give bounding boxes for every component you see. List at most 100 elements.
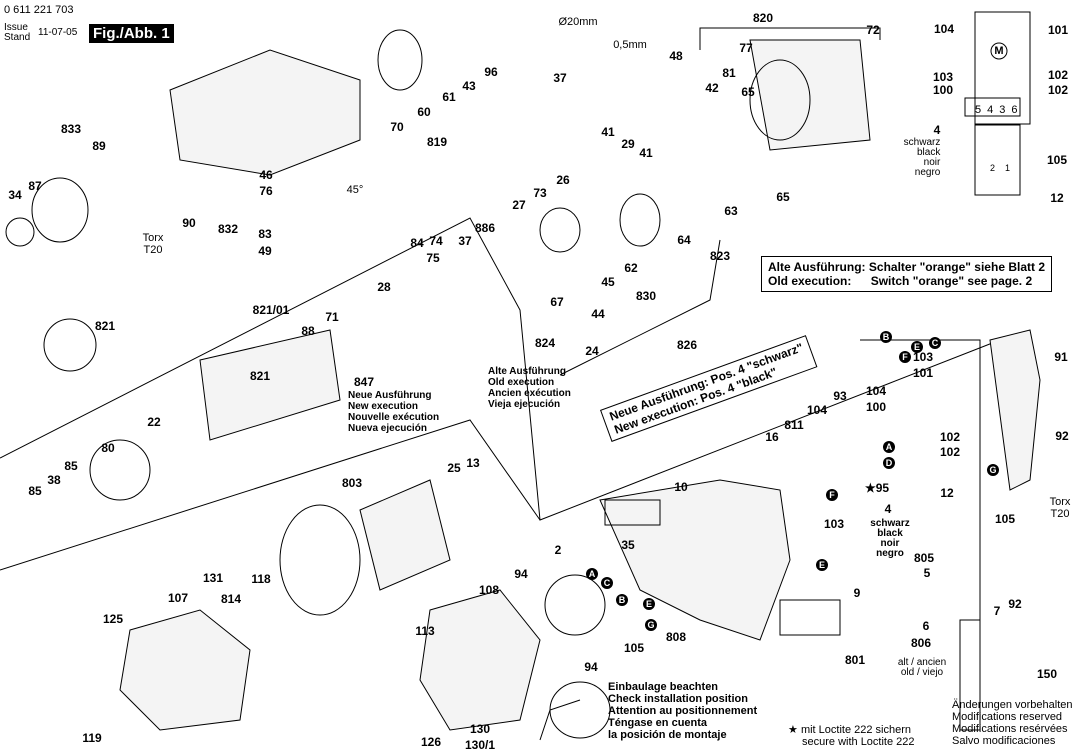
schematic-frame <box>974 11 1031 125</box>
spring-assembly <box>89 439 151 501</box>
switch-color-label: schwarz black noir negro <box>870 519 909 559</box>
alt-note: alt / ancien old / viejo <box>898 658 946 678</box>
connector-letter: C <box>601 577 613 589</box>
bracket-line <box>539 699 581 741</box>
connector-letter: D <box>883 457 895 469</box>
tool-holder <box>31 177 89 243</box>
torx-line: Torx <box>142 232 164 244</box>
connector-letter: F <box>899 351 911 363</box>
color-de: schwarz <box>870 518 910 529</box>
part-label: 65 <box>741 85 755 99</box>
color-de: schwarz <box>903 137 941 148</box>
part-label: 41 <box>601 125 615 139</box>
part-label: 125 <box>102 612 124 626</box>
assembly-frame-line <box>0 419 541 571</box>
part-label: 49 <box>258 244 272 258</box>
color-fr: noir <box>880 538 900 549</box>
part-label: 26 <box>556 173 570 187</box>
note-line: old / viejo <box>900 667 944 678</box>
connector-letter: E <box>643 598 655 610</box>
part-label: 88 <box>301 324 315 338</box>
part-label: 63 <box>724 204 738 218</box>
terminal: 3 <box>999 104 1012 116</box>
part-label: 105 <box>994 512 1016 526</box>
part-label: 93 <box>833 389 847 403</box>
torx-label: Torx T20 <box>143 232 164 256</box>
cap <box>5 217 35 247</box>
torx-size: T20 <box>1050 508 1070 520</box>
part-label: 801 <box>844 653 866 667</box>
old-switch-box: Alte Ausführung: Schalter "orange" siehe… <box>761 256 1052 292</box>
connector-letter: C <box>929 337 941 349</box>
piston <box>539 207 581 253</box>
terminal: 2 <box>990 163 1006 173</box>
part-label: 824 <box>534 336 556 350</box>
note-line: Téngase en cuenta <box>608 717 708 729</box>
modifications-note: Änderungen vorbehalten Modifications res… <box>952 699 1072 747</box>
part-label: 886 <box>474 221 496 235</box>
part-label: 823 <box>709 249 731 263</box>
part-label: 131 <box>202 571 224 585</box>
part-label: 64 <box>677 233 691 247</box>
box-label: Old execution: <box>768 274 852 288</box>
motor-symbol: M <box>994 45 1004 57</box>
part-label: 38 <box>47 473 61 487</box>
note-line: Modifications resérvées <box>952 723 1068 735</box>
connector-letter: G <box>645 619 657 631</box>
part-label: 62 <box>624 261 638 275</box>
assembly-frame-line <box>0 217 1001 521</box>
part-label: 65 <box>776 190 790 204</box>
part-label: 41 <box>639 146 653 160</box>
part-label: 87 <box>28 179 42 193</box>
part-label: 806 <box>910 636 932 650</box>
part-label: 73 <box>533 186 547 200</box>
part-label: 75 <box>426 251 440 265</box>
flange-detail <box>549 681 611 739</box>
part-label: 832 <box>217 222 239 236</box>
note-line: Nouvelle exécution <box>348 412 440 423</box>
armature <box>359 479 451 591</box>
part-label: 70 <box>390 120 404 134</box>
hammer-housing <box>169 49 361 176</box>
box-label: Alte Ausführung: <box>768 260 866 274</box>
part-label: 96 <box>484 65 498 79</box>
part-label: 0,5mm <box>613 39 647 51</box>
clutch-sleeve <box>377 29 423 91</box>
part-label: 46 <box>259 168 273 182</box>
part-label: 847 <box>353 375 375 389</box>
star-part-label: ★95 <box>864 481 890 495</box>
connector-letter: F <box>826 489 838 501</box>
part-label: 103 <box>912 350 934 364</box>
motor-symbol-circle <box>990 42 1008 60</box>
old-execution-note: Alte Ausführung Old execution Ancien exé… <box>488 366 571 410</box>
part-label: 104 <box>806 403 828 417</box>
part-label: 29 <box>621 137 635 151</box>
issue-label: Issue <box>4 22 28 33</box>
part-label: 118 <box>251 572 271 586</box>
part-label: 13 <box>466 456 480 470</box>
torx-label: Torx T20 <box>1050 496 1071 520</box>
note-line: secure with Loctite 222 <box>802 736 915 748</box>
switch-terminals: 21 <box>990 162 1020 174</box>
terminal: 1 <box>1005 163 1021 173</box>
note-line: Änderungen vorbehalten <box>952 699 1073 711</box>
part-label: 119 <box>82 731 102 745</box>
box-text: Schalter "orange" siehe Blatt 2 <box>868 260 1045 274</box>
note-line: Nueva ejecución <box>348 423 427 434</box>
stator <box>544 574 606 636</box>
part-label: 92 <box>1055 429 1069 443</box>
part-label: 35 <box>621 538 635 552</box>
bracket-line <box>699 27 881 50</box>
part-label: 100 <box>932 83 954 97</box>
part-label: 833 <box>60 122 82 136</box>
star-icon: ★ <box>788 724 798 736</box>
housing-bore <box>749 59 811 141</box>
bearing <box>619 193 661 247</box>
note-line: Neue Ausführung <box>348 390 432 401</box>
part-label: 9 <box>853 586 861 600</box>
part-label: 12 <box>1050 191 1064 205</box>
stand-label: Stand <box>4 32 31 43</box>
part-label: 74 <box>429 234 443 248</box>
